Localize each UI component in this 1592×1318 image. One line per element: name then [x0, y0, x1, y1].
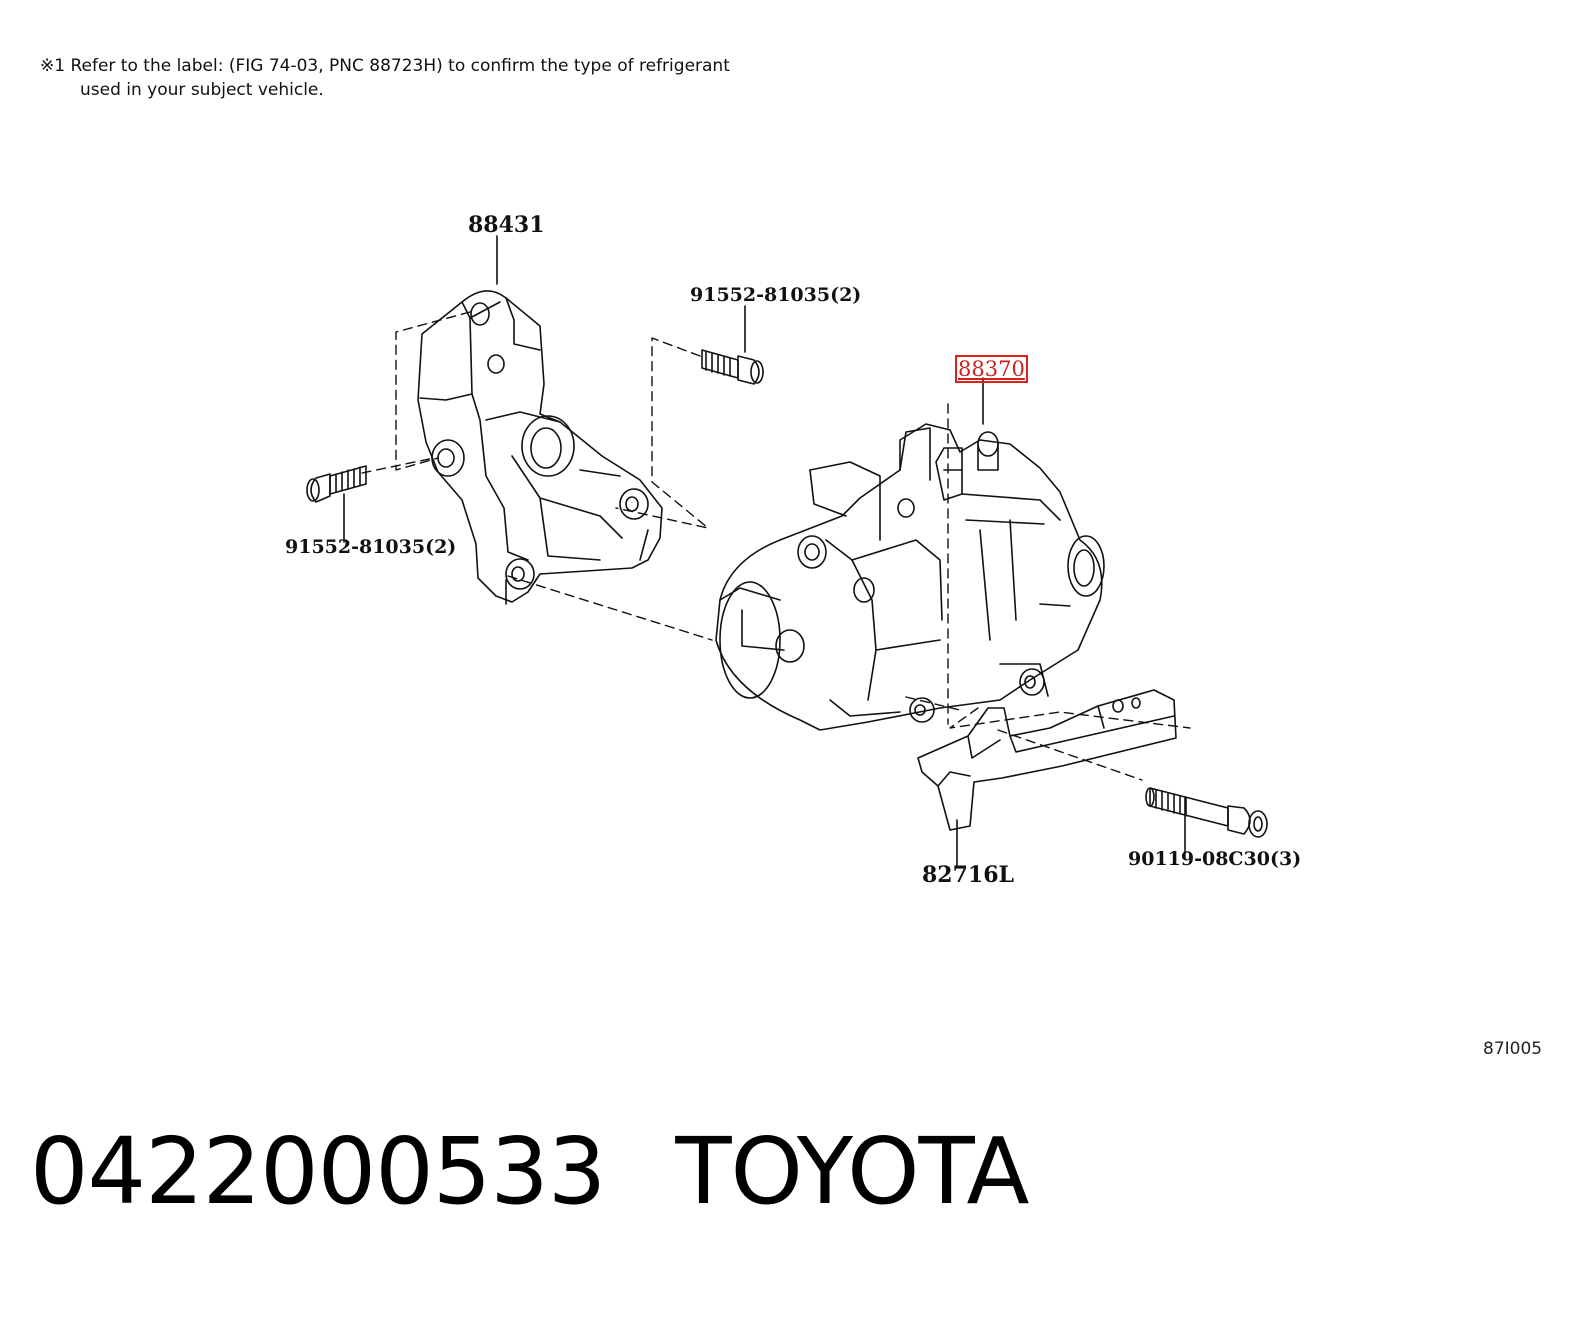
part-number: 0422000533 [30, 1118, 606, 1225]
refrigerant-note: ※1 Refer to the label: (FIG 74-03, PNC 8… [40, 54, 730, 102]
callout-82716L[interactable]: 82716L [922, 862, 1015, 888]
upper-bracket-88431 [417, 290, 663, 605]
footer-caption: 0422000533 TOYOTA [30, 1118, 1030, 1225]
note-line-2: used in your subject vehicle. [80, 80, 324, 100]
callout-88431[interactable]: 88431 [468, 212, 545, 238]
brand-name: TOYOTA [675, 1118, 1029, 1225]
callout-88370-highlighted[interactable]: 88370 [955, 355, 1028, 383]
callout-91552-left[interactable]: 91552-81035(2) [285, 536, 457, 558]
callout-91552-top[interactable]: 91552-81035(2) [690, 284, 862, 306]
bolt-91552-top [701, 349, 764, 385]
leader-lines [343, 235, 1186, 867]
assembly-dashed-lines [361, 311, 1191, 781]
figure-code: 87I005 [1483, 1039, 1543, 1059]
callout-90119[interactable]: 90119-08C30(3) [1128, 848, 1302, 870]
note-line-1: ※1 Refer to the label: (FIG 74-03, PNC 8… [40, 56, 730, 76]
compressor-88370 [715, 423, 1105, 731]
lower-bracket-82716L [917, 689, 1177, 831]
bolt-91552-left [306, 465, 367, 503]
bolt-90119-bottom [1145, 787, 1268, 838]
